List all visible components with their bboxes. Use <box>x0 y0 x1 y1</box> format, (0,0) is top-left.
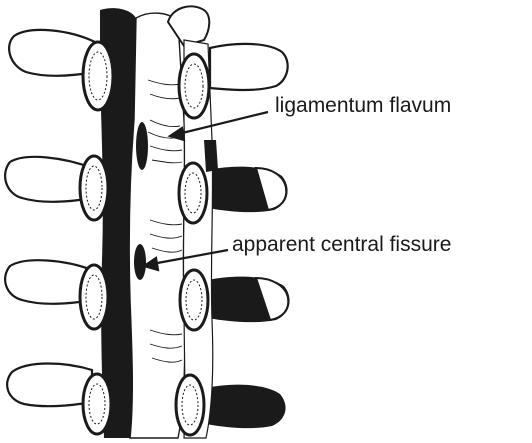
transverse-process-right-4 <box>206 385 286 429</box>
fissure-upper <box>136 122 148 170</box>
transverse-process-left-4 <box>7 364 92 407</box>
ligament-body <box>129 13 185 438</box>
left-spine-column <box>5 8 136 438</box>
left-facet-4 <box>83 374 111 434</box>
label-ligamentum-flavum: ligamentum flavum <box>275 94 451 117</box>
right-facet-4 <box>176 375 204 435</box>
central-ligament-region <box>129 13 185 438</box>
transverse-process-right-1 <box>210 44 288 90</box>
right-spine-column <box>168 6 290 438</box>
right-facet-3 <box>180 270 208 330</box>
left-facet-2 <box>80 156 108 220</box>
fissure-lower <box>134 244 146 280</box>
left-facet-3 <box>80 265 108 329</box>
label-apparent-central-fissure: apparent central fissure <box>232 233 451 256</box>
right-facet-1 <box>179 54 209 118</box>
left-facet-1 <box>83 42 113 110</box>
right-facet-2 <box>179 163 207 223</box>
right-dark-patch <box>204 140 218 172</box>
